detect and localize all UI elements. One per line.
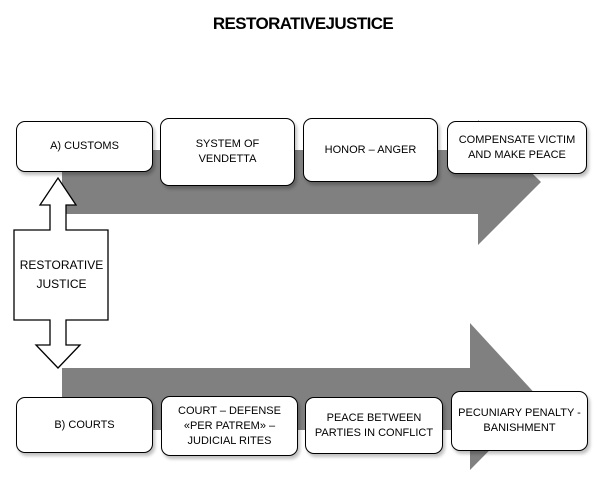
- restorative-justice-label: RESTORATIVE JUSTICE: [19, 258, 104, 291]
- double-headed-arrow: [13, 176, 109, 369]
- courts-box: B) COURTS: [16, 397, 153, 453]
- peace-between-parties-box: PEACE BETWEEN PARTIES IN CONFLICT: [305, 397, 443, 454]
- diagram-title: RESTORATIVEJUSTICE: [212, 14, 394, 33]
- pecuniary-penalty-box: PECUNIARY PENALTY - BANISHMENT: [451, 391, 588, 451]
- court-defense-box: COURT – DEFENSE «PER PATREM» – JUDICIAL …: [161, 396, 298, 456]
- honor-anger-box: HONOR – ANGER: [303, 118, 438, 182]
- vendetta-box: SYSTEM OF VENDETTA: [160, 118, 295, 186]
- compensate-victim-box: COMPENSATE VICTIM AND MAKE PEACE: [447, 121, 587, 174]
- customs-box: A) CUSTOMS: [16, 121, 153, 172]
- bottom-process-arrow: [62, 323, 540, 470]
